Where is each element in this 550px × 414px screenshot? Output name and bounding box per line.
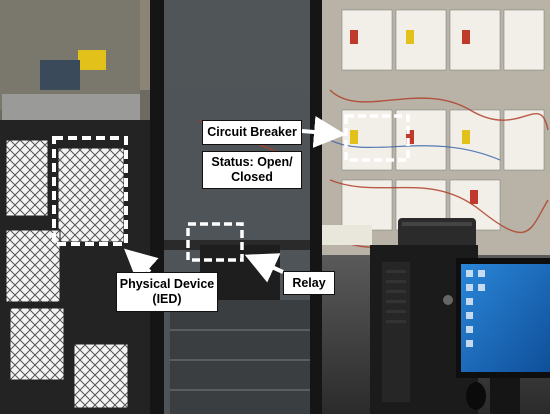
desktop-icons [466,270,485,347]
ied-highlight-box [52,136,128,246]
enclosure-post-left [150,0,164,414]
relay-highlight-box [186,222,244,262]
monitor-screen [461,264,550,372]
circuit-breaker-label: Circuit Breaker [202,120,302,145]
redacted-panel-3 [5,229,61,303]
inner-lower-rack [170,300,310,414]
relay-text: Relay [292,275,326,290]
physical-device-line1: Physical Device [119,277,215,291]
yellow-tag [78,50,106,70]
left-shelf-area [0,0,140,110]
tower-logo [443,295,453,305]
breaker-accents [350,30,478,204]
physical-device-line2: (IED) [152,292,182,306]
tower-vents [386,270,406,323]
relay-label: Relay [283,271,335,295]
breaker-status-line2: Closed [231,170,273,184]
redacted-panels [5,139,129,409]
circuit-breaker-text: Circuit Breaker [207,125,297,139]
breaker-highlight-box [344,114,410,162]
mug [466,382,486,410]
breaker-status-line1: Status: Open/ [211,155,293,169]
redacted-panel-2 [57,147,125,243]
monitor-top-left [2,94,140,122]
breaker-status-label: Status: Open/ Closed [202,151,302,189]
shelf-box [40,60,80,90]
terminal-block [322,225,372,245]
redacted-panel-4 [9,307,65,381]
enclosure-post-right [310,0,322,414]
monitor-stand [490,378,520,414]
redacted-panel-5 [73,343,129,409]
physical-device-label: Physical Device (IED) [116,272,218,312]
redacted-panel-1 [5,139,49,217]
